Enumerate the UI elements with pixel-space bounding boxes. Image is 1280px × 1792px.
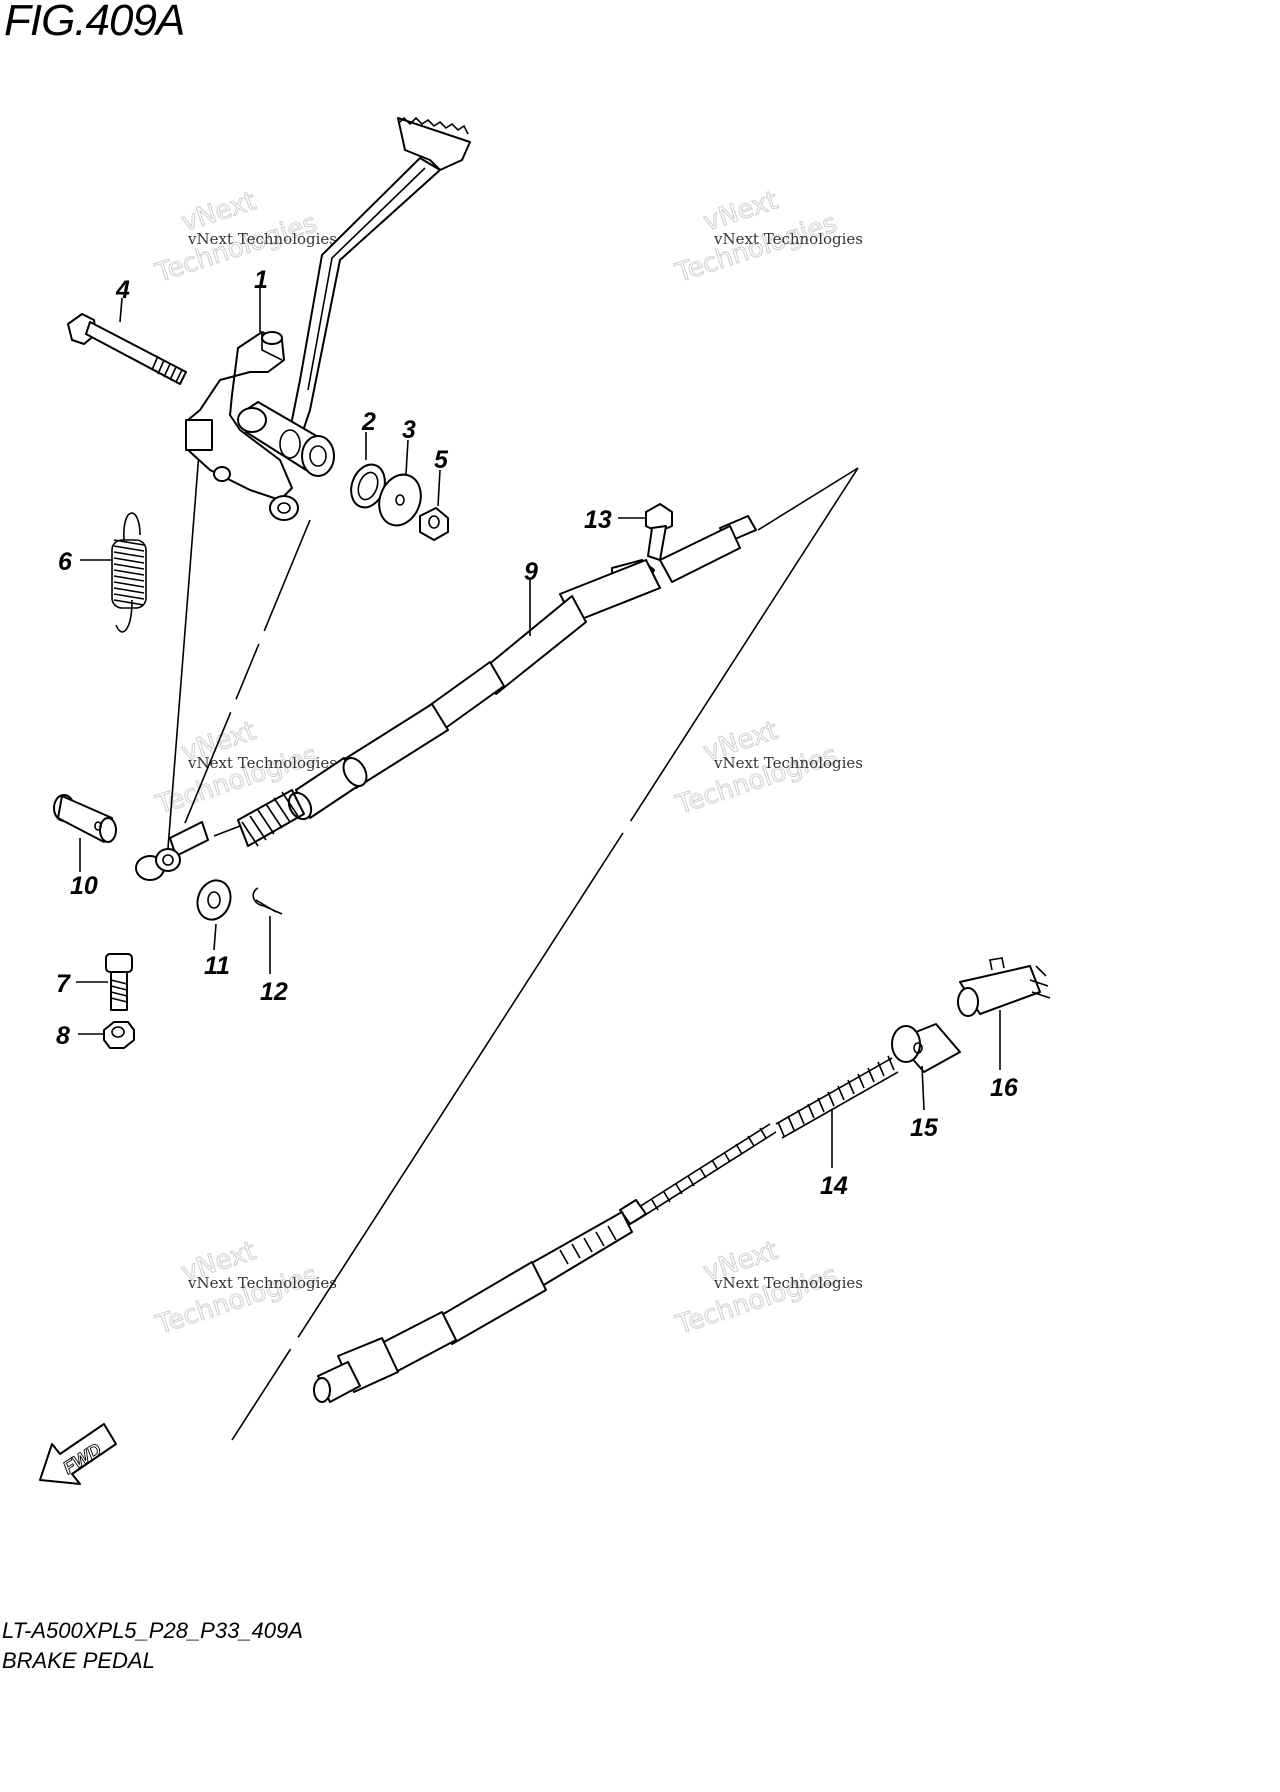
- callout-3: 3: [402, 416, 416, 444]
- callout-9: 9: [524, 558, 538, 586]
- watermark-text: vNext Technologies: [713, 230, 863, 248]
- nut-5: [419, 507, 449, 541]
- watermark-text: vNext Technologies: [187, 1274, 337, 1292]
- figure-code: LT-A500XPL5_P28_P33_409A: [2, 1618, 303, 1643]
- callout-1: 1: [254, 266, 268, 294]
- bolt-7: [105, 953, 133, 1011]
- callout-8: 8: [56, 1022, 70, 1050]
- spring-6: [111, 512, 147, 633]
- clevis-pin-10: [53, 794, 117, 843]
- bolt-4: [67, 313, 187, 385]
- watermark-text: vNext Technologies: [713, 1274, 863, 1292]
- leader-lines: [76, 286, 1001, 1168]
- callout-10: 10: [70, 872, 98, 900]
- svg-text:Technologies: Technologies: [152, 1260, 321, 1340]
- joint-16: [957, 957, 1051, 1017]
- callout-12: 12: [260, 978, 288, 1006]
- callout-13: 13: [584, 506, 612, 534]
- bolt-13: [645, 503, 673, 561]
- callout-4: 4: [115, 276, 130, 304]
- spring-14: [775, 1055, 899, 1139]
- figure-name: BRAKE PEDAL: [2, 1648, 155, 1673]
- callout-5: 5: [434, 446, 449, 474]
- cotter-pin-12: [252, 887, 283, 915]
- callout-6: 6: [58, 548, 73, 576]
- reference-lines: [167, 439, 859, 1441]
- nut-8: [103, 1021, 135, 1049]
- callout-14: 14: [820, 1172, 848, 1200]
- stopper-15: [891, 1023, 961, 1073]
- o-ring-2: [350, 463, 386, 509]
- washer-3: [378, 473, 422, 527]
- svg-text:Technologies: Technologies: [672, 1260, 841, 1340]
- callout-16: 16: [990, 1074, 1019, 1102]
- callout-15: 15: [910, 1114, 939, 1142]
- watermark-text: vNext Technologies: [713, 754, 863, 772]
- brake-pedal: [185, 116, 471, 521]
- fwd-arrow: FWD: [39, 1423, 117, 1485]
- watermark-text: vNext Technologies: [187, 754, 337, 772]
- svg-text:Technologies: Technologies: [672, 740, 841, 820]
- figure-title: FIG.409A: [4, 0, 185, 45]
- brake-cable-9: [135, 515, 757, 881]
- watermark-text: vNext Technologies: [187, 230, 337, 248]
- callout-7: 7: [56, 970, 71, 998]
- callout-11: 11: [204, 952, 230, 980]
- callout-numbers: 1 2 3 4 5 6 7 8 9 10 11 12 13 14 15 16: [56, 266, 1019, 1200]
- cable-9-boot-ribs: [241, 791, 299, 847]
- callout-2: 2: [361, 408, 376, 436]
- brake-cable-lower: [313, 1123, 777, 1403]
- washer-11: [196, 879, 232, 921]
